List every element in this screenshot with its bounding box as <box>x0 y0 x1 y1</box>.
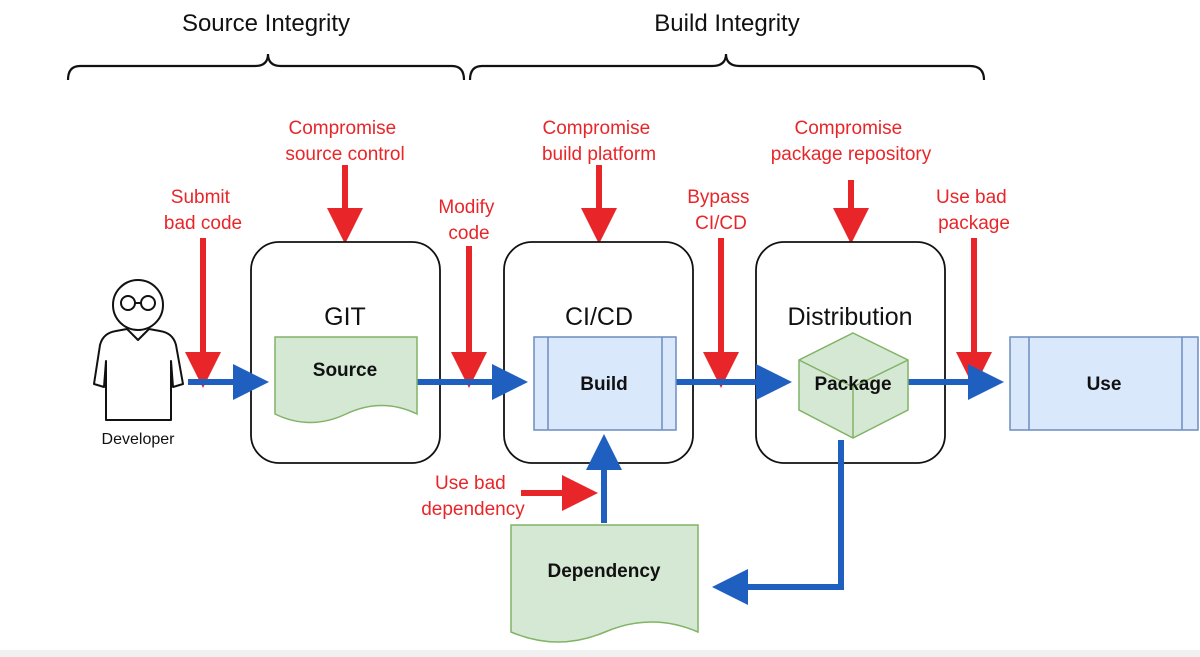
flow-package-to-dependency <box>712 440 844 605</box>
source-document <box>274 336 418 424</box>
developer-body <box>93 328 184 421</box>
use-process <box>1009 336 1199 431</box>
developer-label: Developer <box>102 431 176 448</box>
attack-compromise-build-platform: Compromise build platform <box>542 118 656 165</box>
attack-compromise-source-control: Compromise source control <box>285 118 404 165</box>
attack-bypass-cicd: Bypass CI/CD <box>687 187 755 234</box>
developer-glasses-left <box>120 295 136 311</box>
dependency-document <box>510 524 699 643</box>
attack-use-bad-package: Use bad package <box>936 187 1012 234</box>
build-label: Build <box>580 374 628 395</box>
section-source-integrity: Source Integrity <box>182 10 350 37</box>
use-label: Use <box>1087 374 1122 395</box>
developer-glasses-right <box>140 295 156 311</box>
attack-modify-code: Modify code <box>438 197 499 244</box>
section-build-integrity: Build Integrity <box>654 10 799 37</box>
build-process <box>533 336 677 431</box>
source-integrity-brace <box>66 53 466 81</box>
attack-submit-bad-code: Submit bad code <box>164 187 242 234</box>
source-label: Source <box>313 360 377 381</box>
distribution-title: Distribution <box>787 303 912 331</box>
package-label: Package <box>814 374 891 395</box>
bottom-strip <box>0 650 1200 657</box>
developer-icon <box>93 279 184 421</box>
attack-use-bad-dependency: Use bad dependency <box>421 473 525 520</box>
build-integrity-brace <box>468 53 986 81</box>
cicd-title: CI/CD <box>565 303 633 331</box>
attack-compromise-package-repository: Compromise package repository <box>771 118 932 165</box>
git-title: GIT <box>324 303 366 331</box>
dependency-label: Dependency <box>548 561 661 582</box>
developer-head <box>112 279 164 331</box>
